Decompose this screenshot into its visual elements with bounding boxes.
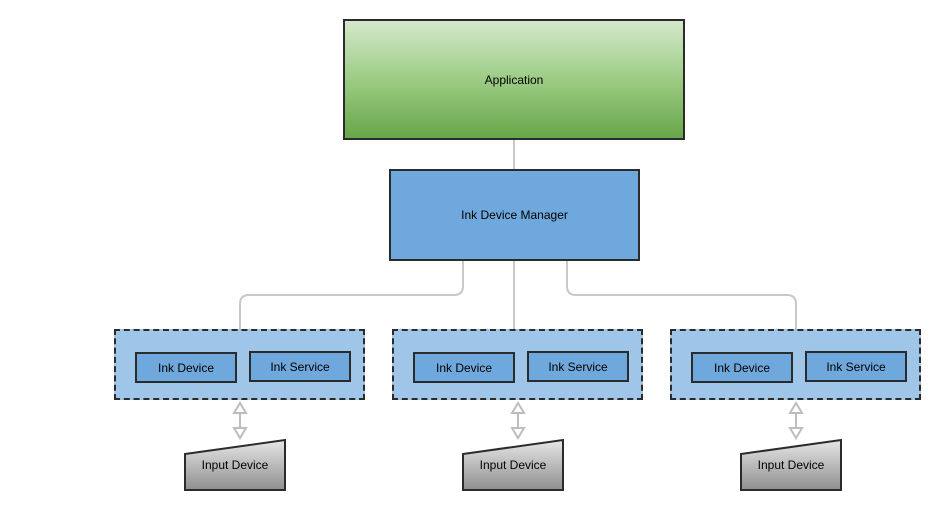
input-device-label-3: Input Device: [757, 458, 825, 472]
ink-device-label: Ink Device: [713, 360, 771, 375]
ink-service-label: Ink Service: [270, 359, 330, 374]
ink-device-box: Ink Device: [691, 352, 793, 383]
connector-manager-group-3: [566, 261, 797, 329]
input-device-shape-3: [740, 438, 842, 491]
input-device-shape-2: [462, 438, 564, 491]
ink-service-label: Ink Service: [548, 359, 608, 374]
double-arrow-1: [232, 401, 248, 440]
ink-device-manager-box: Ink Device Manager: [389, 169, 640, 261]
ink-service-box: Ink Service: [249, 351, 351, 382]
input-device-label-1: Input Device: [201, 458, 269, 472]
ink-device-label: Ink Device: [157, 360, 215, 375]
ink-service-box: Ink Service: [805, 351, 907, 382]
application-label: Application: [484, 72, 544, 87]
double-arrow-3: [788, 401, 804, 440]
ink-service-label: Ink Service: [826, 359, 886, 374]
double-arrow-2: [510, 401, 526, 440]
ink-device-manager-label: Ink Device Manager: [461, 208, 568, 222]
ink-device-box: Ink Device: [413, 352, 515, 383]
connector-manager-group-1: [239, 261, 464, 329]
input-device-label-2: Input Device: [479, 458, 547, 472]
ink-device-box: Ink Device: [135, 352, 237, 383]
input-device-shape-1: [184, 438, 286, 491]
device-group-2: Ink Device Ink Service: [392, 329, 643, 400]
application-box: Application: [343, 19, 685, 140]
device-group-1: Ink Device Ink Service: [114, 329, 365, 400]
ink-device-label: Ink Device: [435, 360, 493, 375]
device-group-3: Ink Device Ink Service: [670, 329, 921, 400]
ink-service-box: Ink Service: [527, 351, 629, 382]
